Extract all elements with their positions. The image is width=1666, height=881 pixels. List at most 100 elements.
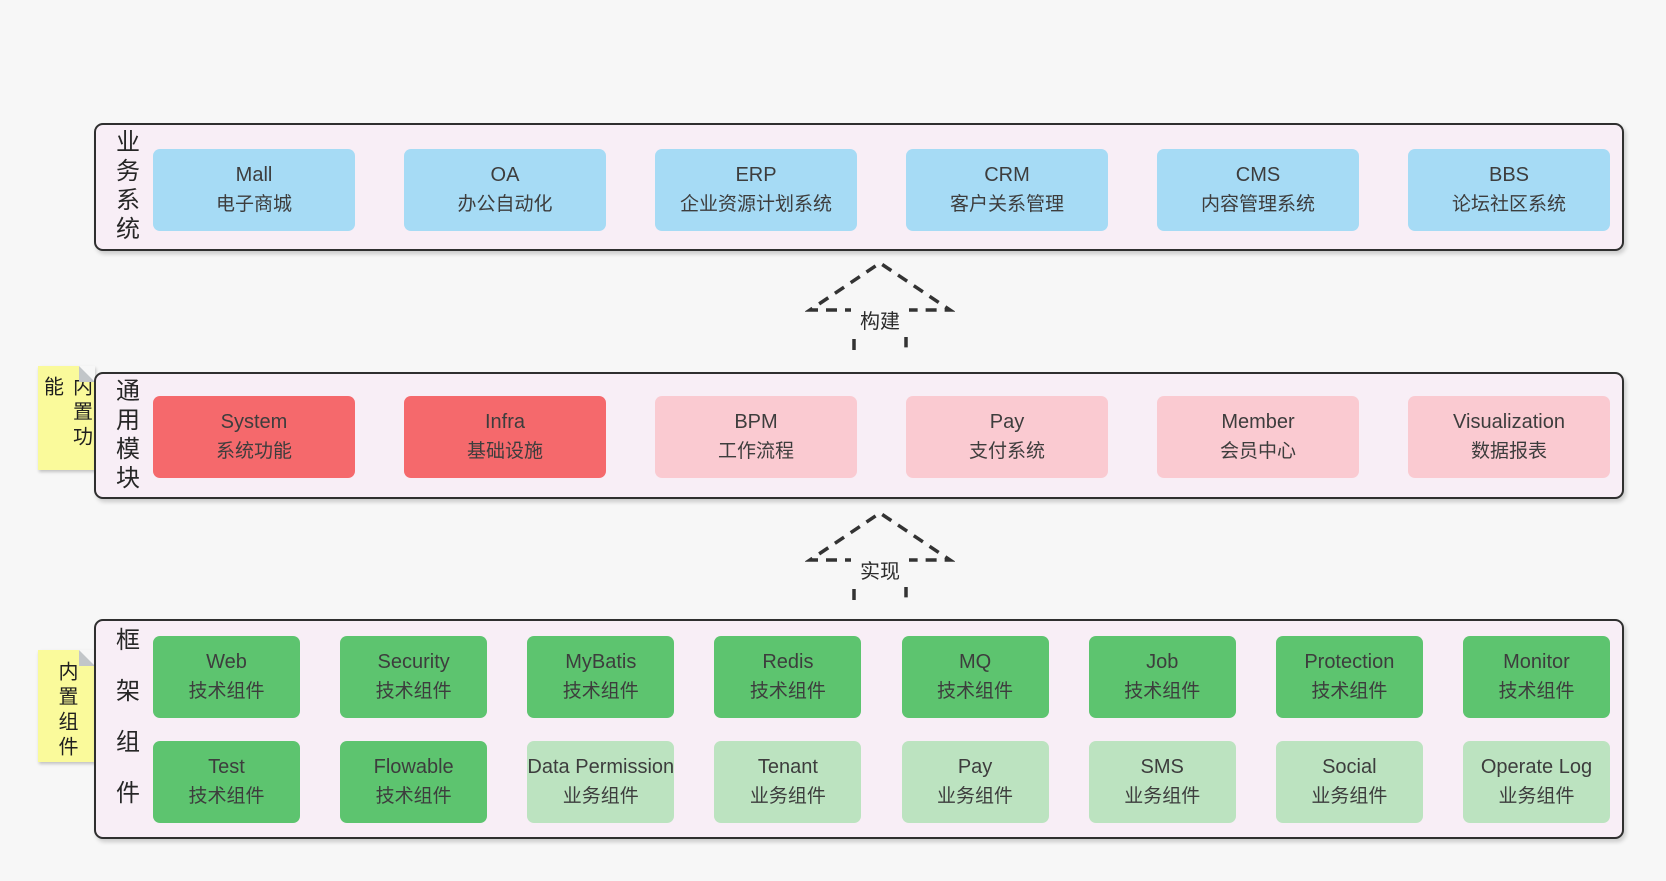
box-title: BPM	[734, 411, 778, 434]
box-desc: 数据报表	[1470, 441, 1547, 463]
box-title: System	[220, 411, 288, 434]
box-title: SMS	[1140, 756, 1184, 779]
box-title: MQ	[958, 651, 992, 674]
box-monitor: Monitor 技术组件	[1462, 636, 1610, 718]
box-title: Monitor	[1503, 651, 1570, 674]
box-web: Web 技术组件	[153, 636, 300, 718]
band-modules-label: 通用模块	[111, 377, 139, 494]
box-title: Visualization	[1453, 411, 1565, 434]
box-title: Member	[1221, 411, 1295, 434]
box-oa: OA 办公自动化	[404, 149, 606, 231]
box-desc: 技术组件	[188, 786, 265, 808]
box-title: Mall	[235, 164, 273, 187]
band-business-systems: 业务系统 Mall 电子商城 OA 办公自动化 ERP 企业资源计划系统 CRM…	[94, 123, 1624, 251]
box-infra: Infra 基础设施	[404, 396, 606, 478]
sticky-note-built-in-components: 内置组件	[38, 650, 95, 762]
note-text: 内置功能	[40, 376, 92, 451]
box-cms: CMS 内容管理系统	[1157, 149, 1359, 231]
note-text: 内置组件	[55, 661, 77, 761]
box-visualization: Visualization 数据报表	[1408, 396, 1610, 478]
sticky-note-built-in-features: 内置功能	[38, 366, 95, 470]
box-title: Job	[1146, 651, 1179, 674]
box-desc: 技术组件	[375, 681, 452, 703]
box-tenant: Tenant 业务组件	[714, 741, 862, 823]
box-desc: 业务组件	[749, 786, 826, 808]
box-desc: 系统功能	[215, 441, 292, 463]
box-social: Social 业务组件	[1275, 741, 1423, 823]
box-desc: 技术组件	[1311, 681, 1388, 703]
modules-box-row: System 系统功能 Infra 基础设施 BPM 工作流程 Pay 支付系统…	[153, 396, 1610, 478]
box-desc: 技术组件	[937, 681, 1014, 703]
box-desc: 会员中心	[1219, 441, 1296, 463]
box-desc: 工作流程	[717, 441, 794, 463]
box-title: ERP	[735, 164, 777, 187]
box-data-permission: Data Permission 业务组件	[527, 741, 675, 823]
arrow-implement: 实现	[805, 508, 955, 600]
box-title: BBS	[1488, 164, 1530, 187]
arrow-build: 构建	[805, 258, 955, 350]
box-desc: 论坛社区系统	[1451, 194, 1566, 216]
box-member: Member 会员中心	[1157, 396, 1359, 478]
band-components-label: 框架组件	[111, 627, 139, 831]
band-framework-components: 框架组件 Web 技术组件 Security 技术组件 MyBatis 技术组件…	[94, 619, 1624, 839]
box-title: Pay	[989, 411, 1025, 434]
box-desc: 业务组件	[1498, 786, 1575, 808]
box-title: Social	[1322, 756, 1377, 779]
box-title: CMS	[1235, 164, 1281, 187]
box-title: Redis	[762, 651, 814, 674]
box-title: Protection	[1304, 651, 1395, 674]
box-title: Security	[377, 651, 450, 674]
box-test: Test 技术组件	[153, 741, 300, 823]
box-sms: SMS 业务组件	[1088, 741, 1236, 823]
box-title: OA	[490, 164, 520, 187]
arrow-build-label: 构建	[851, 301, 909, 337]
box-crm: CRM 客户关系管理	[906, 149, 1108, 231]
box-desc: 技术组件	[188, 681, 265, 703]
box-desc: 办公自动化	[457, 194, 553, 216]
box-title: Web	[206, 651, 247, 674]
box-desc: 技术组件	[749, 681, 826, 703]
box-title: Flowable	[373, 756, 454, 779]
box-title: Test	[208, 756, 245, 779]
box-title: MyBatis	[565, 651, 637, 674]
box-desc: 业务组件	[1311, 786, 1388, 808]
box-desc: 电子商城	[215, 194, 292, 216]
components-box-rows: Web 技术组件 Security 技术组件 MyBatis 技术组件 Redi…	[153, 636, 1610, 823]
box-desc: 客户关系管理	[949, 194, 1064, 216]
box-pay-system: Pay 支付系统	[906, 396, 1108, 478]
box-desc: 内容管理系统	[1200, 194, 1315, 216]
components-row-1: Web 技术组件 Security 技术组件 MyBatis 技术组件 Redi…	[153, 636, 1610, 718]
box-desc: 业务组件	[1124, 786, 1201, 808]
box-erp: ERP 企业资源计划系统	[655, 149, 857, 231]
box-bpm: BPM 工作流程	[655, 396, 857, 478]
box-desc: 支付系统	[968, 441, 1045, 463]
box-mq: MQ 技术组件	[901, 636, 1049, 718]
band-business-label: 业务系统	[111, 129, 139, 245]
box-pay-component: Pay 业务组件	[901, 741, 1049, 823]
box-protection: Protection 技术组件	[1275, 636, 1423, 718]
box-mall: Mall 电子商城	[153, 149, 355, 231]
box-desc: 业务组件	[562, 786, 639, 808]
box-title: Operate Log	[1480, 756, 1593, 779]
box-desc: 基础设施	[466, 441, 543, 463]
box-title: Tenant	[757, 756, 818, 779]
box-desc: 业务组件	[937, 786, 1014, 808]
box-operate-log: Operate Log 业务组件	[1462, 741, 1610, 823]
box-title: Infra	[484, 411, 526, 434]
box-mybatis: MyBatis 技术组件	[527, 636, 675, 718]
arrow-implement-label: 实现	[851, 551, 909, 587]
box-bbs: BBS 论坛社区系统	[1408, 149, 1610, 231]
box-system: System 系统功能	[153, 396, 355, 478]
box-desc: 技术组件	[375, 786, 452, 808]
box-desc: 技术组件	[1498, 681, 1575, 703]
box-title: Pay	[957, 756, 993, 779]
box-flowable: Flowable 技术组件	[340, 741, 488, 823]
box-title: Data Permission	[527, 756, 675, 779]
box-security: Security 技术组件	[340, 636, 488, 718]
business-box-row: Mall 电子商城 OA 办公自动化 ERP 企业资源计划系统 CRM 客户关系…	[153, 149, 1610, 231]
box-redis: Redis 技术组件	[714, 636, 862, 718]
components-row-2: Test 技术组件 Flowable 技术组件 Data Permission …	[153, 741, 1610, 823]
band-common-modules: 通用模块 System 系统功能 Infra 基础设施 BPM 工作流程 Pay…	[94, 372, 1624, 499]
box-job: Job 技术组件	[1088, 636, 1236, 718]
box-desc: 技术组件	[562, 681, 639, 703]
